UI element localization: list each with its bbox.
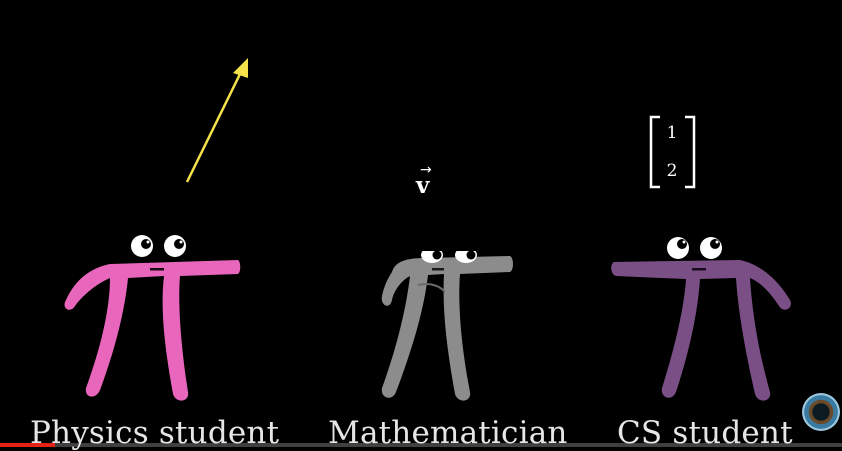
label-cs-student: CS student (617, 415, 793, 451)
video-progress-fill (0, 443, 55, 447)
pi-creature-cs (611, 237, 791, 401)
vector-accent: → (420, 162, 432, 178)
matrix-entry-2: 2 (666, 161, 678, 181)
label-physics-student: Physics student (30, 415, 280, 451)
matrix-entry-1: 1 (666, 123, 678, 143)
label-mathematician: Mathematician (328, 415, 568, 451)
physics-vector-arrow (185, 58, 248, 183)
video-progress-bar[interactable] (0, 443, 842, 447)
vector-symbol: v (416, 172, 430, 199)
channel-watermark-icon[interactable] (802, 393, 840, 431)
matrix-brackets (649, 115, 696, 189)
pi-creature-math (381, 244, 513, 401)
pi-creature-physics (64, 235, 241, 401)
